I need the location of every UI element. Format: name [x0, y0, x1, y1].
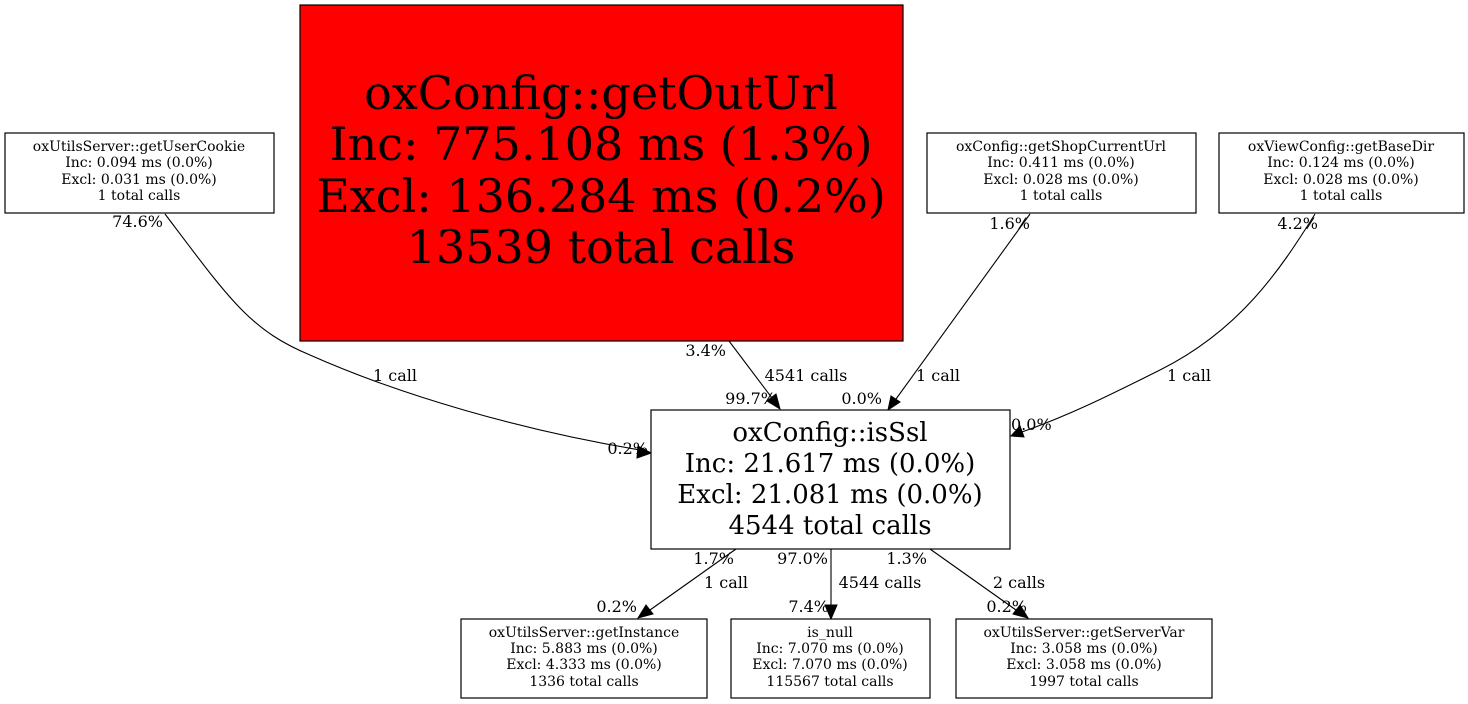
edge-head-pct: 0.2% — [986, 597, 1027, 616]
node-calls: 4544 total calls — [728, 511, 931, 541]
arrowhead-icon — [1009, 425, 1025, 438]
node-inc: Inc: 7.070 ms (0.0%) — [756, 641, 904, 657]
edge-calls-label: 1 call — [704, 573, 748, 592]
edge-line — [164, 213, 641, 451]
node-calls: 1 total calls — [1300, 188, 1383, 204]
node-excl: Excl: 21.081 ms (0.0%) — [677, 480, 982, 510]
edge-line — [895, 213, 1031, 400]
node-title: is_null — [807, 625, 853, 641]
node-calls: 1997 total calls — [1029, 674, 1138, 690]
node-calls: 115567 total calls — [766, 674, 893, 690]
node-inc: Inc: 21.617 ms (0.0%) — [685, 449, 975, 479]
edge-calls-label: 2 calls — [993, 573, 1045, 592]
node-is-null[interactable]: is_null Inc: 7.070 ms (0.0%) Excl: 7.070… — [730, 618, 931, 699]
edge-line — [728, 340, 773, 399]
node-title: oxUtilsServer::getServerVar — [984, 625, 1185, 641]
node-inc: Inc: 3.058 ms (0.0%) — [1010, 641, 1158, 657]
node-box — [650, 409, 1011, 550]
node-box — [1218, 132, 1465, 214]
node-calls: 1336 total calls — [529, 674, 638, 690]
arrowhead-icon — [824, 604, 838, 621]
arrowhead-icon — [887, 395, 901, 412]
edge-head-pct: 0.0% — [841, 389, 882, 408]
edge-isssl-to-getservervar — [929, 548, 1030, 619]
node-getshopcurrenturl[interactable]: oxConfig::getShopCurrentUrl Inc: 0.411 m… — [926, 132, 1197, 214]
node-inc: Inc: 0.094 ms (0.0%) — [65, 155, 213, 171]
node-calls: 13539 total calls — [407, 220, 796, 274]
node-getservervar[interactable]: oxUtilsServer::getServerVar Inc: 3.058 m… — [955, 618, 1213, 699]
node-excl: Excl: 4.333 ms (0.0%) — [506, 657, 662, 673]
node-excl: Excl: 136.284 ms (0.2%) — [316, 169, 886, 223]
node-getinstance[interactable]: oxUtilsServer::getInstance Inc: 5.883 ms… — [460, 618, 708, 699]
node-box — [926, 132, 1197, 214]
edge-getbasedir-to-isssl — [1009, 213, 1316, 438]
edge-calls-label: 1 call — [916, 366, 960, 385]
node-calls: 1 total calls — [98, 188, 181, 204]
edge-calls-label: 1 call — [373, 366, 417, 385]
edge-calls-label: 4544 calls — [839, 573, 922, 592]
node-inc: Inc: 0.124 ms (0.0%) — [1267, 155, 1415, 171]
edge-line — [649, 548, 737, 611]
edge-head-pct: 0.2% — [596, 597, 637, 616]
node-excl: Excl: 7.070 ms (0.0%) — [752, 657, 908, 673]
edge-line — [929, 548, 1017, 611]
node-box — [299, 4, 904, 342]
edge-getouturl-to-isssl — [728, 340, 781, 411]
node-getusercookie[interactable]: oxUtilsServer::getUserCookie Inc: 0.094 … — [4, 132, 275, 214]
edge-head-pct: 0.2% — [607, 439, 648, 458]
edge-calls-label: 1 call — [1167, 366, 1211, 385]
node-excl: Excl: 0.028 ms (0.0%) — [1263, 172, 1419, 188]
node-excl: Excl: 0.031 ms (0.0%) — [61, 172, 217, 188]
node-calls: 1 total calls — [1020, 188, 1103, 204]
node-title: oxUtilsServer::getInstance — [489, 625, 680, 641]
node-isssl[interactable]: oxConfig::isSsl Inc: 21.617 ms (0.0%) Ex… — [650, 409, 1011, 550]
node-inc: Inc: 775.108 ms (1.3%) — [329, 117, 872, 171]
arrowhead-icon — [636, 445, 653, 459]
node-box — [4, 132, 275, 214]
node-box — [955, 618, 1213, 699]
edge-tail-pct: 1.3% — [886, 549, 927, 568]
arrowhead-icon — [766, 393, 781, 411]
edge-tail-pct: 1.6% — [989, 214, 1030, 233]
edge-tail-pct: 1.7% — [693, 549, 734, 568]
edge-tail-pct: 74.6% — [112, 212, 163, 231]
node-inc: Inc: 5.883 ms (0.0%) — [510, 641, 658, 657]
node-excl: Excl: 0.028 ms (0.0%) — [983, 172, 1139, 188]
arrowhead-icon — [636, 604, 654, 619]
edge-head-pct: 0.0% — [1011, 415, 1052, 434]
edge-tail-pct: 97.0% — [777, 549, 828, 568]
node-box — [730, 618, 931, 699]
node-title: oxConfig::getOutUrl — [364, 66, 838, 120]
edge-head-pct: 99.7% — [725, 389, 776, 408]
node-excl: Excl: 3.058 ms (0.0%) — [1006, 657, 1162, 673]
edge-tail-pct: 4.2% — [1277, 214, 1318, 233]
arrowhead-icon — [1012, 604, 1030, 619]
edge-isssl-to-is-null — [824, 549, 838, 621]
edge-getshopcurrenturl-to-isssl — [887, 213, 1031, 412]
edge-tail-pct: 3.4% — [685, 341, 726, 360]
edge-getusercookie-to-isssl — [164, 213, 653, 459]
edge-calls-label: 4541 calls — [765, 366, 848, 385]
node-getbasedir[interactable]: oxViewConfig::getBaseDir Inc: 0.124 ms (… — [1218, 132, 1465, 214]
node-title: oxViewConfig::getBaseDir — [1248, 139, 1435, 155]
node-title: oxConfig::getShopCurrentUrl — [956, 139, 1167, 155]
node-box — [460, 618, 708, 699]
edge-line — [1021, 213, 1316, 433]
edge-head-pct: 7.4% — [788, 597, 829, 616]
node-title: oxUtilsServer::getUserCookie — [33, 139, 245, 155]
node-getouturl[interactable]: oxConfig::getOutUrl Inc: 775.108 ms (1.3… — [299, 4, 904, 342]
node-inc: Inc: 0.411 ms (0.0%) — [987, 155, 1135, 171]
edge-isssl-to-getinstance — [636, 548, 737, 619]
node-title: oxConfig::isSsl — [732, 418, 927, 448]
